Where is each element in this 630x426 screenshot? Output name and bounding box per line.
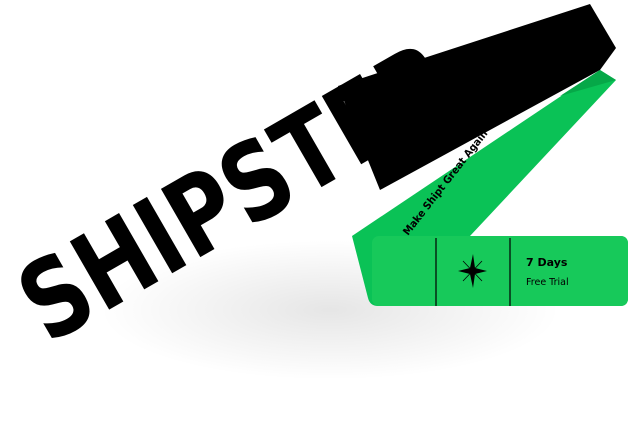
- trial-ticket[interactable]: 7 Days Free Trial: [372, 236, 628, 306]
- ticket-body: [372, 236, 628, 306]
- trial-offer-label: Free Trial: [526, 277, 569, 288]
- trial-duration-label: 7 Days: [526, 256, 568, 269]
- sparkle-star-icon: [458, 254, 487, 288]
- ribbon-fold: [560, 70, 616, 96]
- black-ribbon: [338, 4, 616, 190]
